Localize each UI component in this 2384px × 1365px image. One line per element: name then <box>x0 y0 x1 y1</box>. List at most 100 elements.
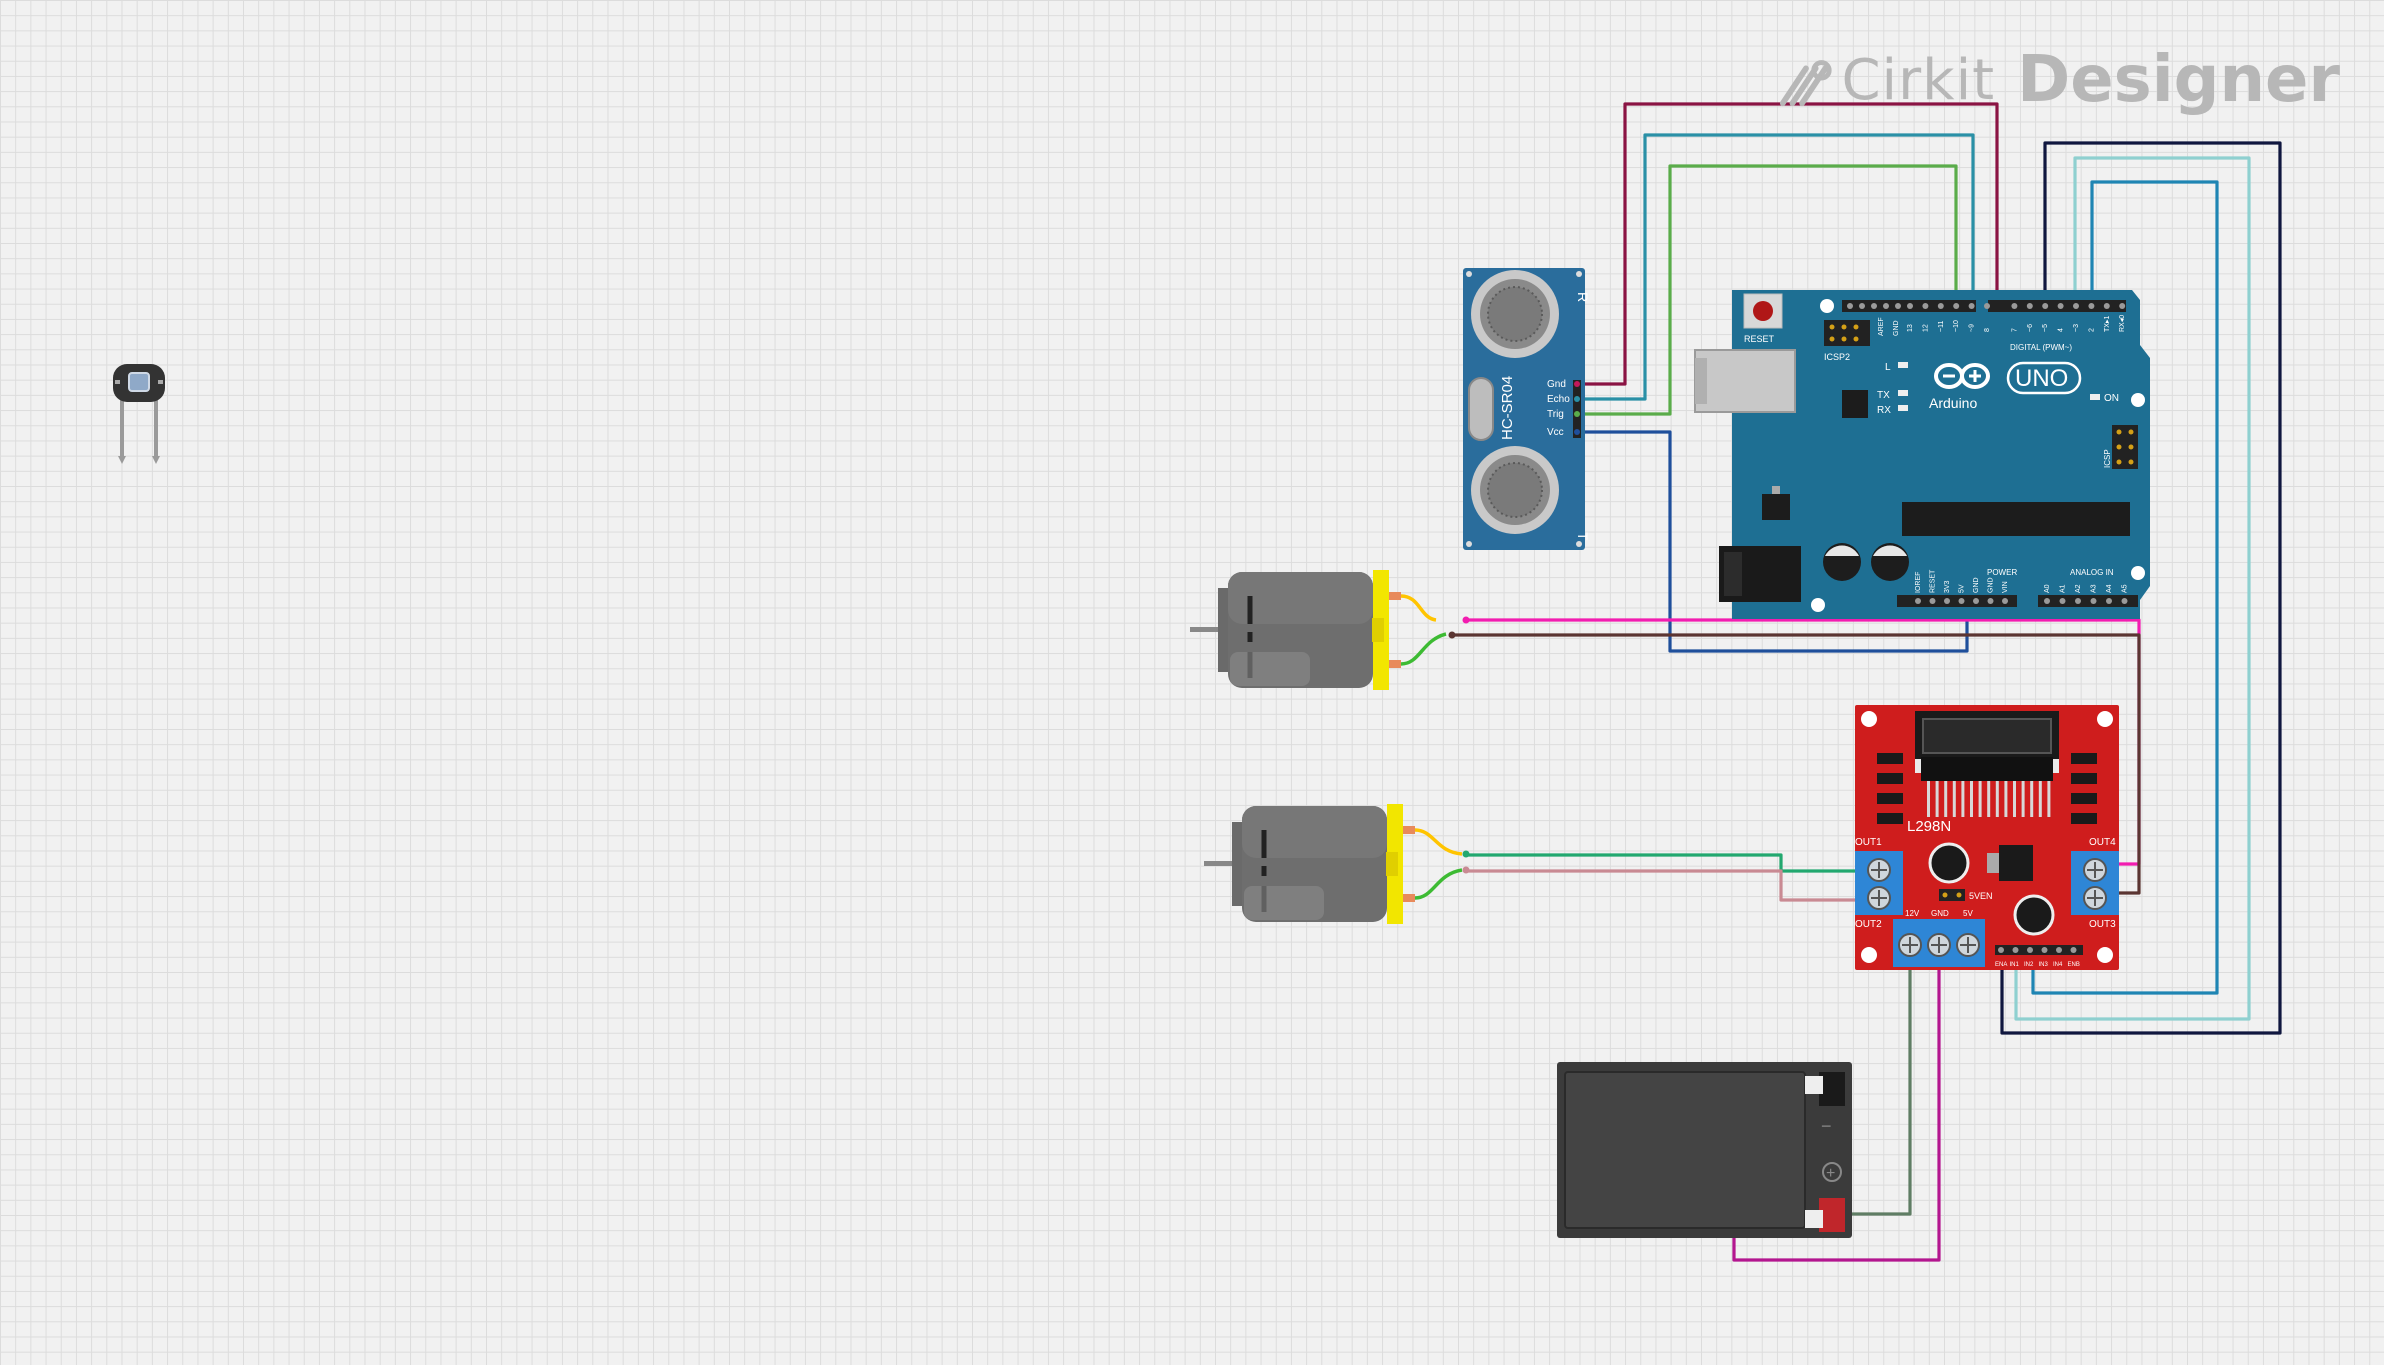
wire-in-a[interactable] <box>2014 156 2251 1021</box>
led-on-label: ON <box>2104 393 2119 404</box>
digital-pin[interactable] <box>2026 303 2033 309</box>
analog-pin-label: A0 <box>2044 584 2051 593</box>
driver-control-pin[interactable] <box>2027 947 2033 953</box>
analog-pin[interactable] <box>2044 598 2050 604</box>
dc-motor-1[interactable] <box>1190 570 1470 690</box>
digital-label: DIGITAL (PWM~) <box>2010 343 2072 352</box>
en5v-label: 5VEN <box>1969 891 1993 901</box>
arduino-brand-label: Arduino <box>1929 395 1977 411</box>
digital-pin[interactable] <box>1907 303 1913 309</box>
power-pin-label: 5V <box>1959 584 1966 593</box>
analog-pin-label: A3 <box>2091 584 2098 593</box>
digital-pin[interactable] <box>1871 303 1877 309</box>
ultrasonic-t-label: T <box>1575 532 1591 541</box>
digital-pin[interactable] <box>2119 303 2126 309</box>
ultrasonic-sensor[interactable]: HC-SR04 R T Gnd Echo Trig Vcc <box>1463 268 1591 550</box>
pwr-gnd-label: GND <box>1931 909 1949 918</box>
icsp2-label: ICSP2 <box>1824 352 1850 362</box>
driver-control-pin-label: ENA <box>1995 962 2007 968</box>
driver-control-pin[interactable] <box>2012 947 2019 953</box>
icsp-label: ICSP <box>2103 449 2112 468</box>
ultrasonic-r-label: R <box>1575 292 1591 302</box>
driver-control-pin[interactable] <box>2070 947 2077 953</box>
pin-label-echo: Echo <box>1547 394 1570 405</box>
analog-pin-label: A4 <box>2106 584 2113 593</box>
digital-pin[interactable] <box>2088 303 2095 309</box>
power-pin[interactable] <box>1973 598 1979 604</box>
photo-sensor[interactable] <box>113 364 165 464</box>
led-l-label: L <box>1885 362 1891 373</box>
aref-label: AREF <box>1878 317 1885 336</box>
analog-pin[interactable] <box>2121 598 2128 604</box>
wire-motor1-b[interactable] <box>1449 633 2141 895</box>
battery-minus-label: − <box>1821 1116 1832 1136</box>
analog-label: ANALOG IN <box>2070 568 2114 577</box>
power-header <box>1915 598 2008 604</box>
digital-pin[interactable] <box>1984 303 1990 309</box>
power-pin[interactable] <box>2002 598 2008 604</box>
digital-pin[interactable] <box>1922 303 1929 309</box>
cirkit-logo-icon <box>1780 60 1833 107</box>
digital-pin[interactable] <box>1883 303 1889 309</box>
digital-pin-label: 13 <box>1907 324 1914 332</box>
l298n-legs <box>1927 781 2051 817</box>
battery[interactable]: − + <box>1557 1062 1852 1238</box>
digital-pin[interactable] <box>2057 303 2064 309</box>
digital-pin[interactable] <box>2042 303 2049 309</box>
l298n-model-label: L298N <box>1907 818 1951 835</box>
analog-pin[interactable] <box>2106 598 2112 604</box>
v12-label: 12V <box>1905 909 1920 918</box>
wire-in-b[interactable] <box>2031 180 2219 995</box>
reset-label: RESET <box>1744 334 1775 344</box>
out2-label: OUT2 <box>1855 919 1882 930</box>
digital-pin[interactable] <box>1968 303 1975 309</box>
power-pin[interactable] <box>1944 598 1950 604</box>
driver-control-pin[interactable] <box>1998 947 2004 953</box>
power-pin-label: GND <box>1973 577 1980 593</box>
gnd-label: GND <box>1893 320 1900 336</box>
power-pin-label: VIN <box>2002 581 2009 593</box>
digital-pin[interactable] <box>2103 303 2110 309</box>
analog-pin[interactable] <box>2090 598 2097 604</box>
analog-header <box>2044 598 2128 604</box>
analog-pin-label: A5 <box>2122 584 2129 593</box>
digital-pin[interactable] <box>1953 303 1960 309</box>
power-pin[interactable] <box>1915 598 1921 604</box>
pin-label-gnd: Gnd <box>1547 379 1566 390</box>
analog-pin[interactable] <box>2059 598 2066 604</box>
analog-pin[interactable] <box>2075 598 2081 604</box>
digital-header <box>1847 303 2126 309</box>
digital-pin[interactable] <box>1937 303 1944 309</box>
driver-control-pin[interactable] <box>2056 947 2062 953</box>
digital-pin-label: TX▸1 <box>2104 316 2111 332</box>
driver-control-pin[interactable] <box>2041 947 2048 953</box>
dc-motor-2[interactable] <box>1204 804 1470 924</box>
digital-pin[interactable] <box>1859 303 1865 309</box>
driver-control-header <box>1998 947 2077 953</box>
power-pin[interactable] <box>1958 598 1965 604</box>
wire-trig[interactable] <box>1568 133 1975 401</box>
l298n-driver[interactable]: L298N 5VEN OUT1 OUT2 OUT3 OUT4 12V GND 5… <box>1855 705 2119 970</box>
analog-pin-label: A1 <box>2060 584 2067 593</box>
digital-pin-label: ~9 <box>1969 324 1976 332</box>
power-pin[interactable] <box>1987 598 1994 604</box>
wire-motor2-b[interactable] <box>1464 869 1862 902</box>
wire-motor2-a[interactable] <box>1464 853 1862 873</box>
wire-ena[interactable] <box>2000 141 2282 1035</box>
wire-sensor-signal[interactable] <box>1568 164 1958 416</box>
out1-label: OUT1 <box>1855 837 1882 848</box>
power-pin[interactable] <box>1929 598 1936 604</box>
digital-pin[interactable] <box>2011 303 2018 309</box>
digital-pin[interactable] <box>1895 303 1901 309</box>
digital-pin[interactable] <box>2073 303 2079 309</box>
driver-control-pin-label: IN1 <box>2010 962 2020 968</box>
driver-control-pin-label: IN2 <box>2024 962 2034 968</box>
watermark-product: Designer <box>2017 43 2340 117</box>
v5-label: 5V <box>1963 909 1973 918</box>
digital-pin-label: ~3 <box>2073 324 2080 332</box>
digital-pin[interactable] <box>1847 303 1853 309</box>
